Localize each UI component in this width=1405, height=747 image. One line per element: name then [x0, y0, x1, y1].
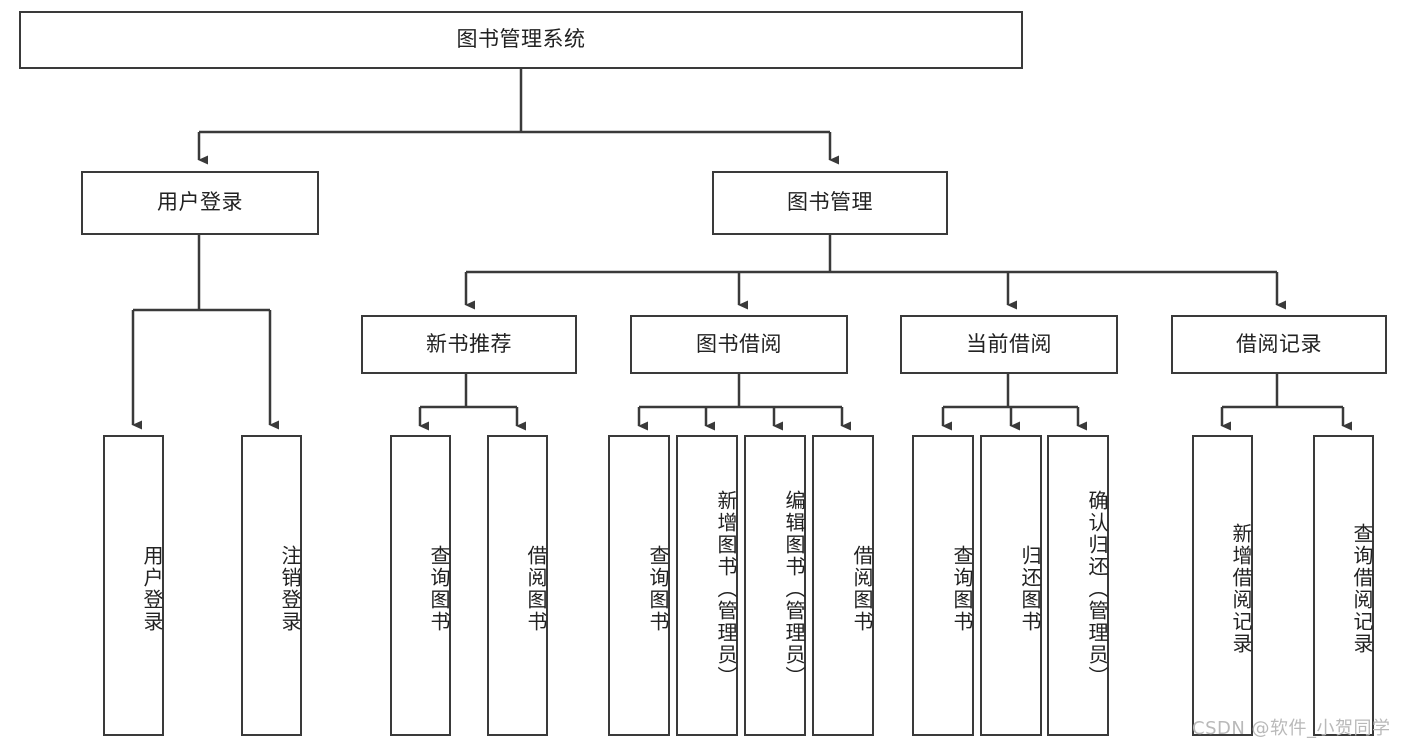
node-leaf-query-record-label: 查询借阅记录	[1350, 522, 1374, 655]
node-borrow-record-label: 借阅记录	[1236, 331, 1322, 356]
node-leaf-user-logout[interactable]: 注销登录	[241, 435, 302, 736]
node-leaf-edit-book[interactable]: 编辑图书（管理员）	[744, 435, 806, 736]
node-leaf-query-book-3-label: 查询图书	[950, 544, 974, 633]
node-leaf-return-book-label: 归还图书	[1018, 544, 1042, 633]
node-new-book-recommend[interactable]: 新书推荐	[361, 315, 577, 374]
node-leaf-user-login-label: 用户登录	[140, 544, 164, 633]
node-leaf-return-book[interactable]: 归还图书	[980, 435, 1042, 736]
node-leaf-user-login[interactable]: 用户登录	[103, 435, 164, 736]
node-leaf-add-record-label: 新增借阅记录	[1229, 522, 1253, 655]
node-leaf-query-book-1[interactable]: 查询图书	[390, 435, 451, 736]
node-book-borrow-label: 图书借阅	[696, 331, 782, 356]
node-user-login[interactable]: 用户登录	[81, 171, 319, 235]
node-leaf-query-book-2-label: 查询图书	[646, 544, 670, 633]
node-current-borrow[interactable]: 当前借阅	[900, 315, 1118, 374]
node-leaf-edit-book-label: 编辑图书（管理员）	[782, 489, 806, 688]
node-leaf-user-logout-label: 注销登录	[278, 544, 302, 633]
node-leaf-borrow-book-1-label: 借阅图书	[524, 544, 548, 633]
node-leaf-borrow-book-2[interactable]: 借阅图书	[812, 435, 874, 736]
node-leaf-borrow-book-2-label: 借阅图书	[850, 544, 874, 633]
node-current-borrow-label: 当前借阅	[966, 331, 1052, 356]
node-leaf-confirm-return[interactable]: 确认归还（管理员）	[1047, 435, 1109, 736]
node-new-book-recommend-label: 新书推荐	[426, 331, 512, 356]
node-book-management[interactable]: 图书管理	[712, 171, 948, 235]
node-root-label: 图书管理系统	[456, 27, 586, 52]
node-leaf-borrow-book-1[interactable]: 借阅图书	[487, 435, 548, 736]
node-leaf-query-book-3[interactable]: 查询图书	[912, 435, 974, 736]
node-leaf-confirm-return-label: 确认归还（管理员）	[1085, 489, 1109, 688]
node-leaf-query-record[interactable]: 查询借阅记录	[1313, 435, 1374, 736]
watermark-text: CSDN @软件_小贺同学	[1192, 718, 1391, 739]
node-leaf-add-record[interactable]: 新增借阅记录	[1192, 435, 1253, 736]
node-borrow-record[interactable]: 借阅记录	[1171, 315, 1387, 374]
node-leaf-query-book-2[interactable]: 查询图书	[608, 435, 670, 736]
node-leaf-add-book[interactable]: 新增图书（管理员）	[676, 435, 738, 736]
node-leaf-query-book-1-label: 查询图书	[427, 544, 451, 633]
node-book-borrow[interactable]: 图书借阅	[630, 315, 848, 374]
node-leaf-add-book-label: 新增图书（管理员）	[714, 489, 738, 688]
node-root[interactable]: 图书管理系统	[19, 11, 1023, 69]
node-user-login-label: 用户登录	[157, 190, 243, 215]
node-book-management-label: 图书管理	[787, 190, 873, 215]
